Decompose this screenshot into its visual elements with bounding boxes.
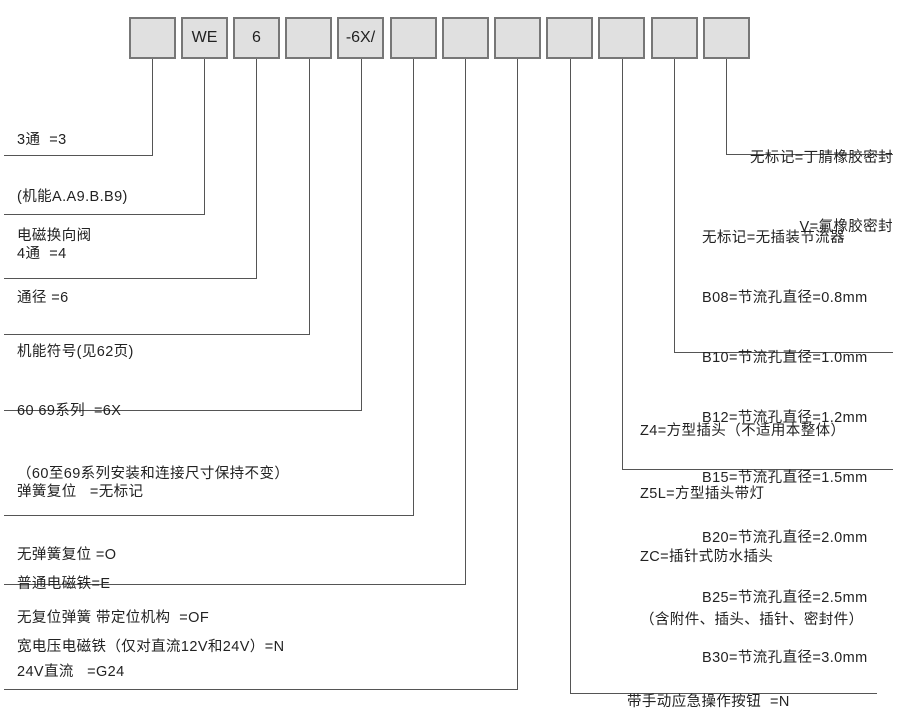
connector-vertical-4 bbox=[309, 59, 310, 334]
connector-vertical-3 bbox=[256, 59, 257, 278]
connector-horizontal-nominal-size bbox=[4, 278, 257, 279]
code-box-4 bbox=[285, 17, 332, 59]
label-nominal-size: 通径 =6 bbox=[17, 248, 69, 348]
label-solenoid-type-line-1: 普通电磁铁=E bbox=[17, 576, 111, 592]
label-spring-return-line-1: 弹簧复位 =无标记 bbox=[17, 484, 144, 500]
code-box-5: -6X/ bbox=[337, 17, 384, 59]
code-box-3: 6 bbox=[233, 17, 280, 59]
label-seal-line-1: 无标记=丁腈橡胶密封 bbox=[750, 150, 893, 166]
connector-horizontal-spring-return bbox=[4, 515, 414, 516]
label-series-line-2: （60至69系列安装和连接尺寸保持不变） bbox=[17, 466, 290, 482]
label-ways-line-1: 3通 =3 bbox=[17, 132, 67, 148]
connector-vertical-2 bbox=[204, 59, 205, 214]
code-box-8 bbox=[494, 17, 541, 59]
label-plug-line-3: ZC=插针式防水插头 bbox=[640, 549, 774, 565]
label-throttle-line-5: B15=节流孔直径=1.5mm bbox=[702, 470, 868, 486]
code-box-12 bbox=[703, 17, 750, 59]
connector-horizontal-seal bbox=[726, 154, 893, 155]
label-throttle-line-4: B12=节流孔直径=1.2mm bbox=[702, 410, 868, 426]
label-spool-symbol: 机能符号(见62页) bbox=[17, 302, 134, 402]
label-nominal-size-line-1: 通径 =6 bbox=[17, 290, 69, 306]
label-throttle-line-3: B10=节流孔直径=1.0mm bbox=[702, 350, 868, 366]
connector-vertical-12 bbox=[726, 59, 727, 154]
label-seal-line-2: V=氟橡胶密封 bbox=[799, 219, 893, 235]
label-voltage: 24V直流 =G24 220V交流.50Hz =W220-50 220V交流本整… bbox=[17, 620, 202, 723]
label-plug-line-2: Z5L=方型插头带灯 bbox=[640, 486, 765, 502]
code-box-11 bbox=[651, 17, 698, 59]
code-box-7 bbox=[442, 17, 489, 59]
connector-vertical-6 bbox=[413, 59, 414, 515]
label-solenoid-type-line-2: 宽电压电磁铁（仅对直流12V和24V）=N bbox=[17, 639, 285, 655]
label-throttle-line-8: B30=节流孔直径=3.0mm bbox=[702, 650, 868, 666]
label-manual-override: 带手动应急操作按钮 =N bbox=[627, 652, 790, 723]
label-series: 60 69系列 =6X （60至69系列安装和连接尺寸保持不变） bbox=[17, 359, 289, 527]
label-voltage-line-1: 24V直流 =G24 bbox=[17, 664, 125, 680]
connector-horizontal-series bbox=[4, 410, 362, 411]
connector-vertical-9 bbox=[570, 59, 571, 693]
label-throttle: 无标记=无插装节流器 B08=节流孔直径=0.8mm B10=节流孔直径=1.0… bbox=[702, 188, 868, 708]
connector-vertical-10 bbox=[622, 59, 623, 469]
label-ways-line-2: (机能A.A9.B.B9) bbox=[17, 189, 128, 205]
label-throttle-line-2: B08=节流孔直径=0.8mm bbox=[702, 290, 868, 306]
connector-horizontal-manual-override bbox=[570, 693, 877, 694]
label-seal: 无标记=丁腈橡胶密封 V=氟橡胶密封 bbox=[750, 101, 893, 285]
connector-vertical-8 bbox=[517, 59, 518, 689]
label-plug-line-4: （含附件、插头、插针、密封件） bbox=[640, 612, 864, 628]
label-spring-return: 弹簧复位 =无标记 无弹簧复位 =O 无复位弹簧 带定位机构 =OF bbox=[17, 440, 209, 671]
label-ways-line-3: 4通 =4 bbox=[17, 246, 67, 262]
label-valve-type: 电磁换向阀 bbox=[17, 186, 92, 286]
label-throttle-line-7: B25=节流孔直径=2.5mm bbox=[702, 590, 868, 606]
label-series-line-1: 60 69系列 =6X bbox=[17, 403, 122, 419]
label-valve-type-line-1: 电磁换向阀 bbox=[17, 228, 92, 244]
connector-vertical-7 bbox=[465, 59, 466, 584]
connector-horizontal-ways bbox=[4, 155, 153, 156]
label-throttle-line-6: B20=节流孔直径=2.0mm bbox=[702, 530, 868, 546]
label-spring-return-line-3: 无复位弹簧 带定位机构 =OF bbox=[17, 610, 210, 626]
connector-vertical-5 bbox=[361, 59, 362, 410]
label-ways: 3通 =3 (机能A.A9.B.B9) 4通 =4 bbox=[17, 93, 128, 302]
label-plug-line-1: Z4=方型插头（不适用本整体） bbox=[640, 423, 846, 439]
label-spring-return-line-2: 无弹簧复位 =O bbox=[17, 547, 117, 563]
connector-vertical-11 bbox=[674, 59, 675, 352]
label-solenoid-type: 普通电磁铁=E 宽电压电磁铁（仅对直流12V和24V）=N bbox=[17, 532, 284, 700]
connector-horizontal-throttle bbox=[674, 352, 893, 353]
connector-horizontal-spool-symbol bbox=[4, 334, 310, 335]
code-box-6 bbox=[390, 17, 437, 59]
code-box-2: WE bbox=[181, 17, 228, 59]
code-box-10 bbox=[598, 17, 645, 59]
label-spool-symbol-line-1: 机能符号(见62页) bbox=[17, 344, 134, 360]
connector-horizontal-solenoid-type bbox=[4, 584, 466, 585]
code-box-1 bbox=[129, 17, 176, 59]
connector-horizontal-plug bbox=[622, 469, 893, 470]
label-plug: Z4=方型插头（不适用本整体） Z5L=方型插头带灯 ZC=插针式防水插头 （含… bbox=[640, 379, 864, 673]
connector-vertical-1 bbox=[152, 59, 153, 155]
code-box-9 bbox=[546, 17, 593, 59]
connector-horizontal-voltage bbox=[4, 689, 518, 690]
connector-horizontal-valve-type bbox=[4, 214, 205, 215]
label-throttle-line-1: 无标记=无插装节流器 bbox=[702, 230, 845, 246]
label-manual-override-line-1: 带手动应急操作按钮 =N bbox=[627, 694, 790, 710]
